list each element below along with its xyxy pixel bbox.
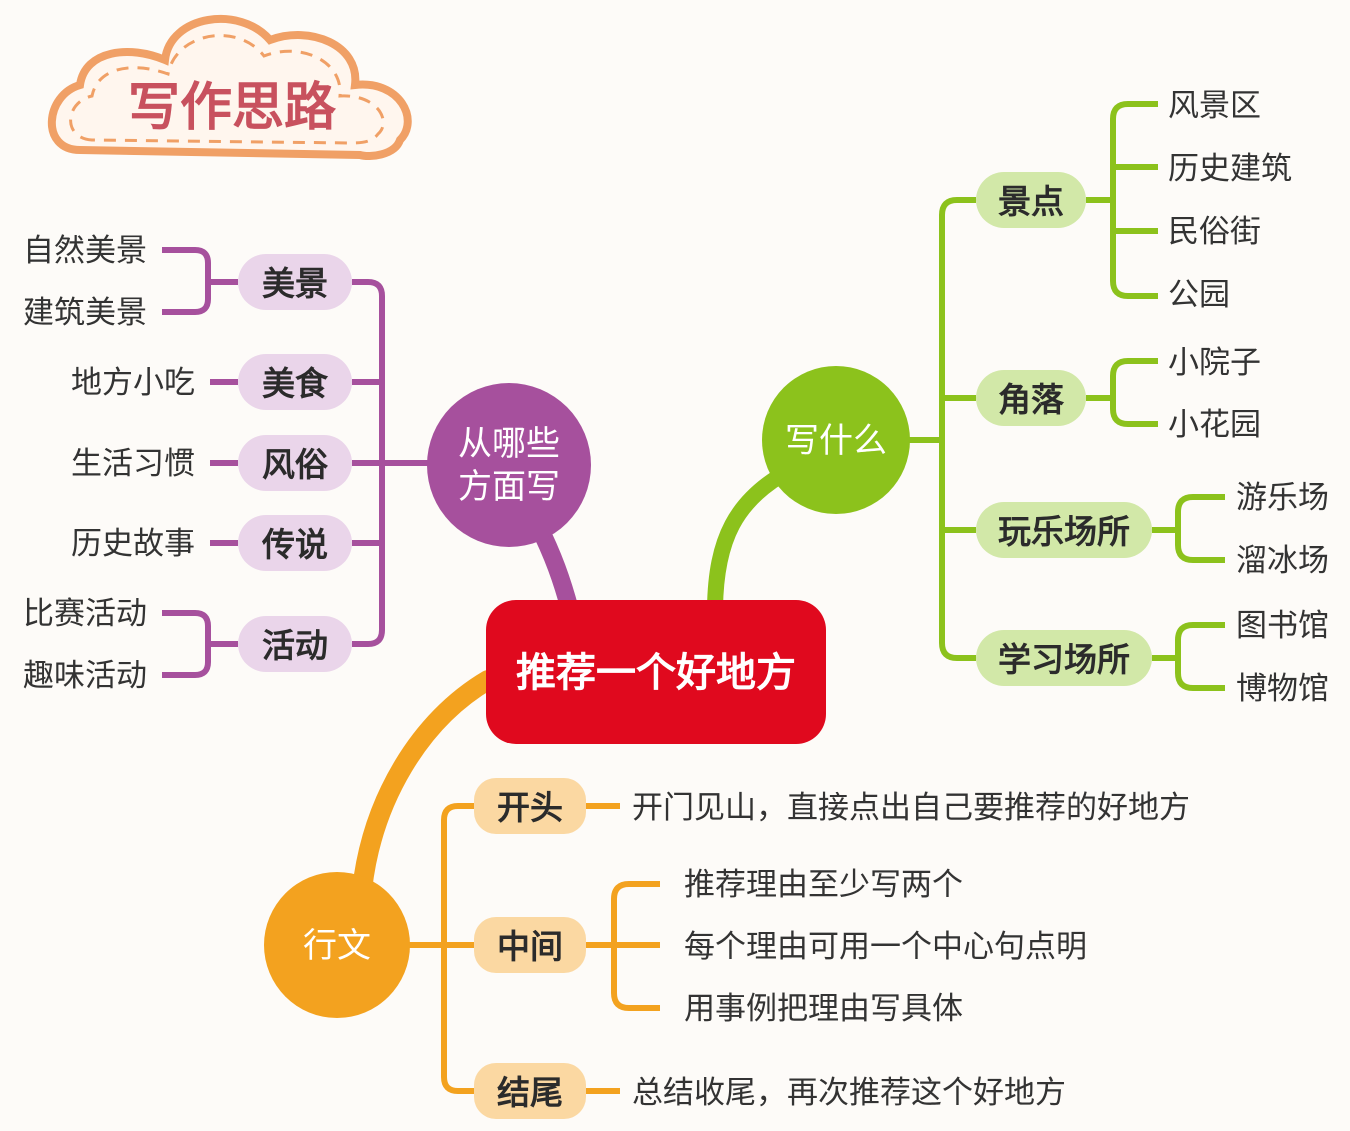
leaf-bracket-xuexi <box>1152 622 1225 691</box>
leaf-bisai-huodong: 比赛活动 <box>23 596 147 632</box>
title-cloud-shape <box>47 15 412 161</box>
leaf-gongyuan: 公园 <box>1168 277 1230 313</box>
pill-meijing-label: 美景 <box>262 264 328 303</box>
right-hub-label: 写什么 <box>785 421 887 461</box>
center-box <box>486 600 826 744</box>
pill-huodong-label: 活动 <box>262 626 328 665</box>
leaf-ziran-meijing: 自然美景 <box>23 233 147 269</box>
left-hub-label-line2: 方面写 <box>458 467 560 507</box>
leaf-bracket-jiaoluo <box>1086 358 1158 427</box>
leaf-jiewei-text: 总结收尾，再次推荐这个好地方 <box>632 1075 1066 1111</box>
center-node: 推荐一个好地方 <box>486 600 826 744</box>
pill-jingdian <box>976 172 1086 228</box>
leaf-xiaoyuanzi: 小院子 <box>1168 345 1261 381</box>
pill-meishi <box>238 354 352 410</box>
leaf-bracket-zhongjian <box>586 881 660 1011</box>
leaf-bracket-meijing <box>162 247 238 315</box>
leaf-bracket-wanle <box>1152 494 1225 563</box>
left-hub <box>427 383 591 547</box>
left-hub-label-line1: 从哪些 <box>458 424 560 464</box>
leaf-difang-xiaochi: 地方小吃 <box>71 365 195 401</box>
center-to-right-hub-link <box>707 462 798 616</box>
pill-jiewei-label: 结尾 <box>497 1073 563 1112</box>
leaf-minsujie: 民俗街 <box>1168 214 1261 250</box>
pill-kaitou <box>474 778 586 834</box>
leaf-bowuguan: 博物馆 <box>1236 671 1329 707</box>
title-cloud-dash <box>69 34 385 145</box>
leaf-liubingchang: 溜冰场 <box>1236 543 1329 579</box>
bottom-branch: 行文 开头 中间 结尾 开门见山，直接点出自己要推荐的好地方 推荐理由至少写两个… <box>264 778 1190 1119</box>
leaf-quwei-huodong: 趣味活动 <box>23 658 147 694</box>
leaf-kaitou-text: 开门见山，直接点出自己要推荐的好地方 <box>632 790 1190 826</box>
pill-jiaoluo <box>976 370 1086 426</box>
center-to-bottom-hub-link <box>352 670 498 900</box>
leaf-shenghuo-xiguan: 生活习惯 <box>71 446 195 482</box>
pill-meishi-label: 美食 <box>262 364 329 403</box>
pill-wanle-changsuo <box>976 502 1152 558</box>
pill-xuexi-changsuo-label: 学习场所 <box>998 640 1130 679</box>
leaf-youlechang: 游乐场 <box>1236 480 1329 516</box>
leaf-tushuguan: 图书馆 <box>1236 608 1329 644</box>
bottom-hub <box>264 872 410 1018</box>
pill-zhongjian <box>474 917 586 973</box>
center-label: 推荐一个好地方 <box>516 650 796 696</box>
pill-chuanshuo-label: 传说 <box>261 525 328 564</box>
leaf-bracket-jingdian <box>1086 101 1158 299</box>
leaf-zhongjian-text-1: 推荐理由至少写两个 <box>684 867 963 903</box>
pill-jingdian-label: 景点 <box>998 182 1064 221</box>
leaf-lishi-gushi: 历史故事 <box>71 526 195 562</box>
pill-huodong <box>238 616 352 672</box>
pill-fengsu <box>238 435 352 491</box>
leaf-zhongjian-text-2: 每个理由可用一个中心句点明 <box>684 929 1087 965</box>
title-cloud: 写作思路 <box>47 15 412 161</box>
pill-xuexi-changsuo <box>976 630 1152 686</box>
pill-fengsu-label: 风俗 <box>262 445 329 484</box>
bottom-spine <box>441 803 474 1094</box>
leaf-fengjingqu: 风景区 <box>1168 88 1261 124</box>
title-text: 写作思路 <box>128 78 337 138</box>
right-hub <box>762 366 910 514</box>
pill-wanle-changsuo-label: 玩乐场所 <box>998 512 1130 551</box>
pill-jiaoluo-label: 角落 <box>998 380 1065 419</box>
pill-zhongjian-label: 中间 <box>497 927 563 966</box>
pill-jiewei <box>474 1063 586 1119</box>
bottom-hub-label: 行文 <box>303 926 371 966</box>
leaf-jianzhu-meijing: 建筑美景 <box>23 295 147 331</box>
leaf-zhongjian-text-3: 用事例把理由写具体 <box>684 991 963 1027</box>
left-branch: 从哪些 方面写 美景 美食 风俗 传说 活动 自然美景 建筑美景 地方小吃 生活… <box>23 233 591 694</box>
leaf-bracket-huodong <box>162 610 238 678</box>
pill-chuanshuo <box>238 515 352 571</box>
leaf-lishi-jianzhu: 历史建筑 <box>1168 151 1292 187</box>
pill-meijing <box>238 254 352 310</box>
leaf-xiaohuayuan: 小花园 <box>1168 407 1261 443</box>
right-spine <box>939 197 976 661</box>
right-branch: 写什么 景点 角落 玩乐场所 学习场所 风景区 历史建筑 民俗街 公园 小院子 … <box>762 88 1329 707</box>
pill-kaitou-label: 开头 <box>497 788 563 827</box>
